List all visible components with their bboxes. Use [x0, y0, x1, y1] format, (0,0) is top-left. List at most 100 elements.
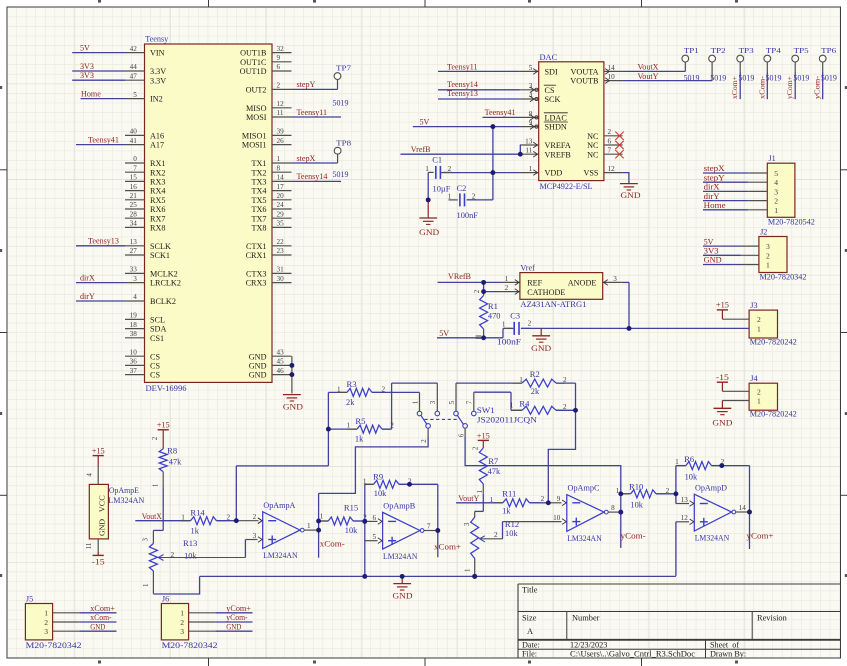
svg-text:MISO: MISO: [246, 104, 267, 113]
svg-text:39: 39: [277, 128, 285, 136]
svg-text:1: 1: [411, 400, 419, 404]
svg-text:4: 4: [529, 91, 533, 99]
svg-text:5V: 5V: [420, 118, 430, 127]
svg-text:TP2: TP2: [711, 46, 726, 55]
svg-text:yCom-: yCom-: [621, 532, 646, 541]
svg-text:GND: GND: [531, 343, 551, 353]
svg-text:J1: J1: [769, 154, 776, 163]
svg-text:1: 1: [476, 489, 484, 493]
svg-text:5: 5: [448, 400, 456, 404]
svg-text:17: 17: [277, 183, 285, 191]
svg-text:GND: GND: [249, 371, 267, 380]
svg-text:7: 7: [427, 523, 431, 531]
svg-text:xCom+: xCom+: [90, 604, 115, 613]
svg-text:R6: R6: [684, 454, 695, 464]
svg-text:xCom-: xCom-: [320, 539, 345, 548]
svg-text:100nF: 100nF: [497, 338, 521, 347]
svg-text:10: 10: [608, 73, 616, 81]
svg-text:J2: J2: [760, 227, 767, 236]
svg-text:5019: 5019: [333, 98, 349, 107]
svg-text:SDI: SDI: [545, 68, 558, 77]
svg-text:R14: R14: [190, 508, 205, 518]
svg-text:42: 42: [130, 45, 138, 53]
svg-text:VREFB: VREFB: [545, 150, 572, 159]
svg-text:36: 36: [130, 358, 138, 366]
svg-text:Teensy11: Teensy11: [297, 108, 328, 117]
svg-text:VDD: VDD: [545, 169, 563, 178]
svg-text:26: 26: [277, 137, 285, 145]
svg-text:dirY: dirY: [704, 192, 720, 201]
svg-text:ANODE: ANODE: [568, 279, 597, 288]
svg-text:3.3V: 3.3V: [150, 67, 166, 76]
svg-text:1: 1: [616, 487, 620, 495]
svg-text:2: 2: [666, 487, 670, 495]
svg-text:GND: GND: [419, 227, 439, 237]
svg-text:R12: R12: [505, 519, 519, 529]
svg-text:LM324AN: LM324AN: [695, 533, 730, 543]
svg-text:13: 13: [130, 238, 138, 246]
svg-text:BCLK2: BCLK2: [150, 297, 176, 306]
svg-text:R15: R15: [344, 503, 358, 513]
svg-text:CS: CS: [545, 86, 555, 95]
svg-text:OUT2: OUT2: [246, 86, 267, 95]
svg-text:1: 1: [766, 261, 770, 270]
svg-text:-15: -15: [716, 373, 729, 382]
svg-text:2: 2: [505, 284, 509, 292]
svg-text:VoutY: VoutY: [638, 72, 659, 81]
svg-text:Revision: Revision: [757, 614, 788, 623]
svg-text:14: 14: [277, 174, 285, 182]
svg-text:1: 1: [44, 609, 48, 618]
svg-text:20: 20: [277, 192, 285, 200]
svg-text:TX3: TX3: [251, 178, 266, 187]
svg-text:1: 1: [277, 155, 281, 163]
svg-text:1: 1: [363, 478, 367, 486]
svg-text:A: A: [527, 627, 533, 636]
svg-text:CS1: CS1: [150, 334, 164, 343]
svg-text:1: 1: [675, 458, 679, 466]
svg-text:3V3: 3V3: [704, 247, 719, 256]
svg-text:1: 1: [490, 496, 494, 504]
svg-text:J3: J3: [750, 301, 757, 310]
svg-text:LM324AN: LM324AN: [108, 495, 145, 505]
svg-text:1: 1: [448, 192, 452, 200]
svg-text:23: 23: [277, 247, 285, 255]
svg-text:2: 2: [44, 618, 48, 627]
svg-text:Home: Home: [81, 89, 101, 98]
svg-text:stepX: stepX: [297, 154, 316, 163]
svg-text:File:: File:: [522, 650, 537, 659]
svg-text:43: 43: [277, 348, 285, 356]
svg-text:3: 3: [613, 275, 617, 283]
svg-text:15: 15: [130, 174, 138, 182]
svg-text:2: 2: [151, 436, 159, 440]
svg-text:yCom-: yCom-: [813, 76, 822, 99]
svg-text:470: 470: [488, 312, 501, 321]
svg-text:3: 3: [766, 242, 770, 251]
svg-text:MISO1: MISO1: [242, 132, 267, 141]
svg-text:VOUTB: VOUTB: [570, 77, 599, 86]
svg-text:VREFA: VREFA: [545, 141, 571, 150]
svg-text:Date:: Date:: [522, 640, 540, 649]
svg-text:CRX1: CRX1: [246, 251, 267, 260]
svg-text:2k: 2k: [531, 387, 540, 396]
svg-text:RX2: RX2: [150, 168, 165, 177]
svg-text:1: 1: [142, 583, 150, 587]
svg-text:TX5: TX5: [251, 196, 266, 205]
svg-text:3V3: 3V3: [80, 62, 94, 71]
svg-text:+15: +15: [157, 421, 170, 430]
svg-text:14: 14: [739, 504, 747, 512]
svg-text:10k: 10k: [630, 500, 643, 509]
svg-text:TP4: TP4: [766, 46, 781, 55]
svg-text:-15: -15: [92, 558, 105, 567]
svg-text:C:\Users\..\Galvo_Cntrl_R3.Sch: C:\Users\..\Galvo_Cntrl_R3.SchDoc: [570, 650, 695, 659]
svg-text:4: 4: [133, 293, 137, 301]
svg-text:MCP4922-E/SL: MCP4922-E/SL: [540, 182, 593, 191]
svg-text:18: 18: [130, 321, 138, 329]
svg-text:CRX3: CRX3: [246, 279, 267, 288]
svg-text:M20-7820242: M20-7820242: [750, 410, 797, 419]
svg-text:LDAC: LDAC: [545, 114, 568, 123]
svg-text:2: 2: [277, 82, 281, 90]
svg-text:GND: GND: [249, 362, 267, 371]
svg-text:2: 2: [473, 289, 481, 293]
svg-text:A17: A17: [150, 141, 164, 150]
svg-text:10: 10: [130, 348, 138, 356]
